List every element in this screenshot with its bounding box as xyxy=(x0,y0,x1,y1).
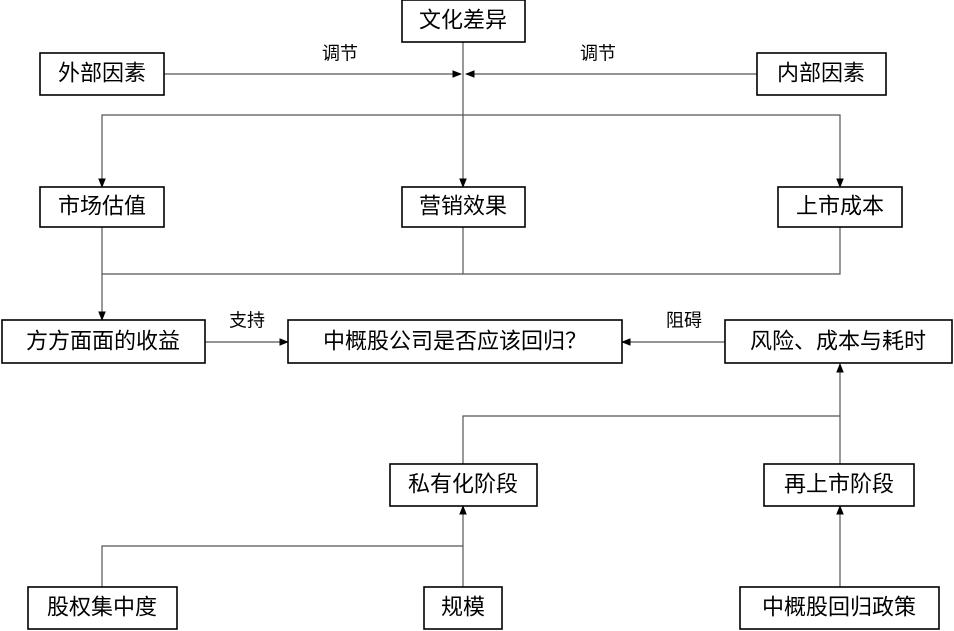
edge-label-hinder: 阻碍 xyxy=(666,311,702,332)
node-label: 上市成本 xyxy=(796,195,884,220)
node-scale: 规模 xyxy=(423,586,503,630)
node-marketing-effect: 营销效果 xyxy=(401,186,526,228)
node-all-round-benefits: 方方面面的收益 xyxy=(1,319,206,364)
node-listing-cost: 上市成本 xyxy=(777,186,903,228)
node-market-valuation: 市场估值 xyxy=(39,186,165,228)
node-label: 股权集中度 xyxy=(47,596,157,621)
node-label: 风险、成本与耗时 xyxy=(750,330,926,355)
branch-culture-to-valuation-and-cost xyxy=(101,114,841,187)
node-label: 中概股公司是否应该回归？ xyxy=(323,330,587,355)
edge-label-moderate-right: 调节 xyxy=(580,44,616,65)
node-label: 再上市阶段 xyxy=(784,473,894,498)
node-label: 市场估值 xyxy=(58,195,146,220)
connectors xyxy=(98,42,844,587)
edge-labels: 调节 调节 支持 阻碍 xyxy=(229,44,702,332)
node-label: 规模 xyxy=(441,596,485,621)
node-relisting-stage: 再上市阶段 xyxy=(763,463,915,507)
node-risk-cost-time: 风险、成本与耗时 xyxy=(724,319,953,364)
node-privatization-stage: 私有化阶段 xyxy=(389,463,538,507)
node-label: 方方面面的收益 xyxy=(26,330,180,355)
node-external-factors: 外部因素 xyxy=(39,52,165,96)
node-central-question: 中概股公司是否应该回归？ xyxy=(287,319,623,364)
node-label: 中概股回归政策 xyxy=(762,596,916,621)
edge-label-support: 支持 xyxy=(229,311,265,332)
node-label: 内部因素 xyxy=(777,62,865,87)
node-equity-concentration: 股权集中度 xyxy=(27,586,178,630)
merge-three-outcomes xyxy=(101,227,841,275)
node-label: 私有化阶段 xyxy=(408,473,518,498)
node-label: 外部因素 xyxy=(58,62,146,87)
node-label: 文化差异 xyxy=(419,9,507,34)
node-internal-factors: 内部因素 xyxy=(756,52,887,96)
node-label: 营销效果 xyxy=(419,195,507,220)
edge-label-moderate-left: 调节 xyxy=(322,44,358,65)
equity-to-privatization-line xyxy=(101,545,463,587)
node-cultural-difference: 文化差异 xyxy=(401,0,526,43)
privatization-to-risk-line xyxy=(462,415,840,464)
node-return-policy: 中概股回归政策 xyxy=(739,586,940,630)
